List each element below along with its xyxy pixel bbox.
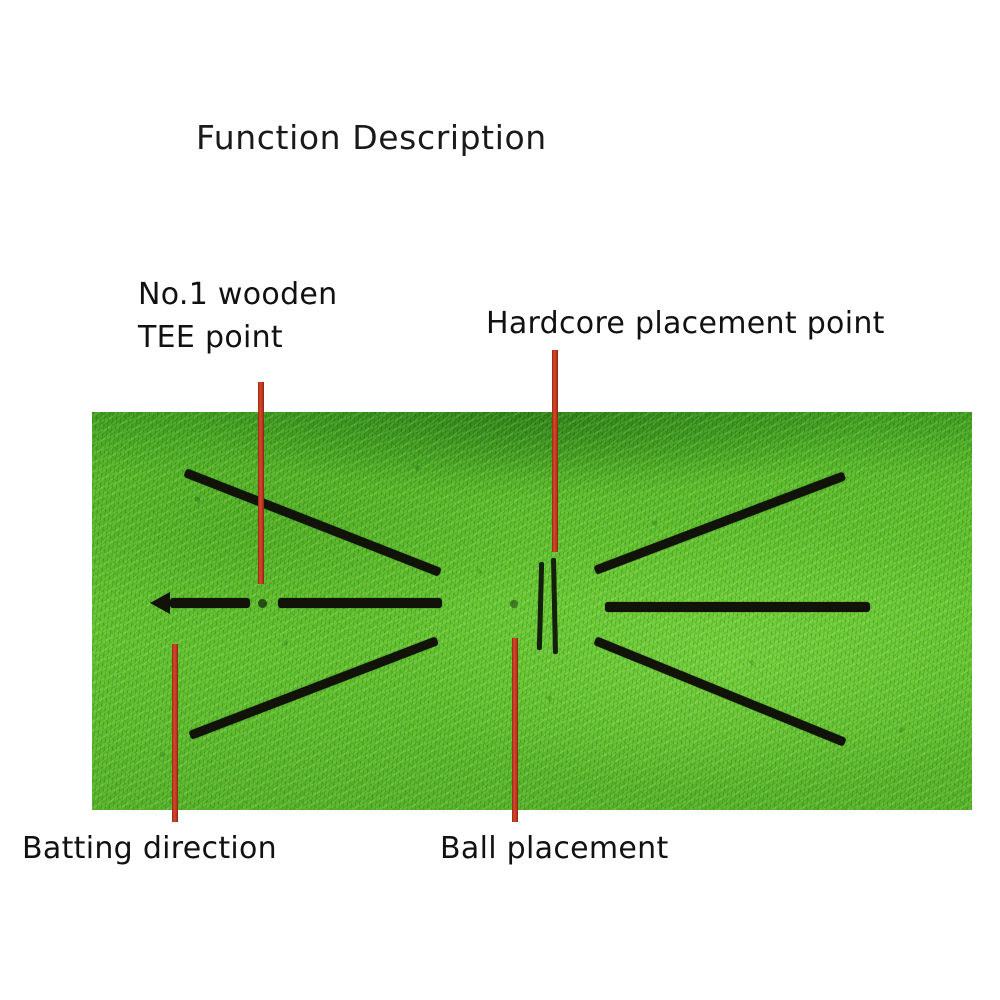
label-no1-wooden-tee-point-line1: No.1 wooden xyxy=(138,277,338,312)
ball-placement-spot xyxy=(510,600,518,608)
label-no1-wooden-tee-point-line2: TEE point xyxy=(138,319,283,355)
mat-line-right-horizontal xyxy=(605,602,870,612)
annotation-arrow-tee-point-inner xyxy=(258,412,264,584)
page-title: Function Description xyxy=(196,118,547,157)
batting-direction-arrowhead-icon xyxy=(150,592,170,614)
mat-line-batting-direction-segment-b xyxy=(278,598,442,608)
annotation-arrow-ball-placement-inner xyxy=(512,638,518,810)
label-hardcore-placement-point: Hardcore placement point xyxy=(486,306,885,341)
annotation-arrow-batting-direction-inner xyxy=(172,644,178,810)
label-ball-placement: Ball placement xyxy=(440,831,669,866)
label-batting-direction: Batting direction xyxy=(22,831,277,866)
annotation-arrow-hardcore-inner xyxy=(552,412,558,552)
label-no1-wooden-tee-point: No.1 wooden TEE point xyxy=(138,274,338,359)
mat-line-batting-direction-segment-a xyxy=(170,598,250,608)
golf-practice-mat xyxy=(92,412,972,810)
tee-point-marker xyxy=(258,599,267,608)
